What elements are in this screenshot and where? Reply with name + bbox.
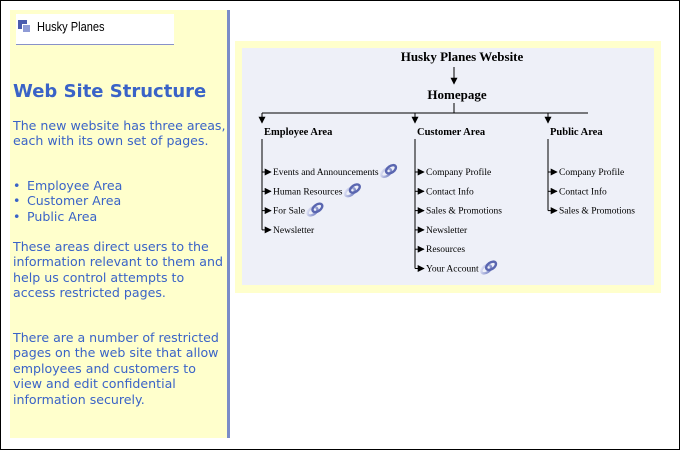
chain-link-icon (480, 260, 498, 275)
page-node-newsletter: Newsletter (426, 226, 468, 236)
access-text: These areas direct users to the informat… (13, 239, 223, 301)
page-node-company-profile: Company Profile (559, 167, 624, 178)
page-node-sales-promotions: Sales & Promotions (426, 207, 502, 217)
chain-link-icon (306, 202, 324, 217)
area-list-item-customer: Customer Area (13, 193, 227, 209)
area-list-item-employee: Employee Area (13, 178, 227, 194)
chain-link-icon (343, 183, 361, 198)
intro-text: The new website has three areas, each wi… (13, 118, 226, 149)
diagram-canvas (242, 48, 654, 285)
homepage-node: Homepage (427, 87, 486, 102)
logo-text: Husky Planes (37, 19, 105, 34)
area-node-customer-area: Customer Area (417, 127, 486, 138)
logo-mark-icon (18, 20, 31, 33)
restricted-text: There are a number of restricted pages o… (13, 330, 219, 407)
logo: Husky Planes (16, 14, 174, 45)
page-node-for-sale: For Sale (273, 207, 305, 217)
page-node-human-resources: Human Resources (273, 187, 343, 197)
diagram-title: Husky Planes Website (401, 49, 524, 64)
page-node-contact-info: Contact Info (559, 186, 607, 197)
page-node-contact-info: Contact Info (426, 186, 474, 197)
page-node-sales-promotions: Sales & Promotions (559, 207, 635, 217)
area-node-public-area: Public Area (550, 127, 603, 138)
sidebar-divider (227, 10, 230, 438)
area-node-employee-area: Employee Area (264, 127, 333, 138)
page-node-events-and-announcements: Events and Announcements (273, 168, 379, 178)
area-list-item-public: Public Area (13, 209, 227, 225)
page-node-newsletter: Newsletter (273, 226, 315, 236)
area-list: Employee Area Customer Area Public Area (13, 178, 227, 225)
page-title: Web Site Structure (13, 81, 207, 102)
page-node-your-account: Your Account (426, 265, 479, 275)
chain-link-icon (380, 163, 398, 179)
page-node-company-profile: Company Profile (426, 167, 491, 178)
page-node-resources: Resources (426, 245, 465, 255)
